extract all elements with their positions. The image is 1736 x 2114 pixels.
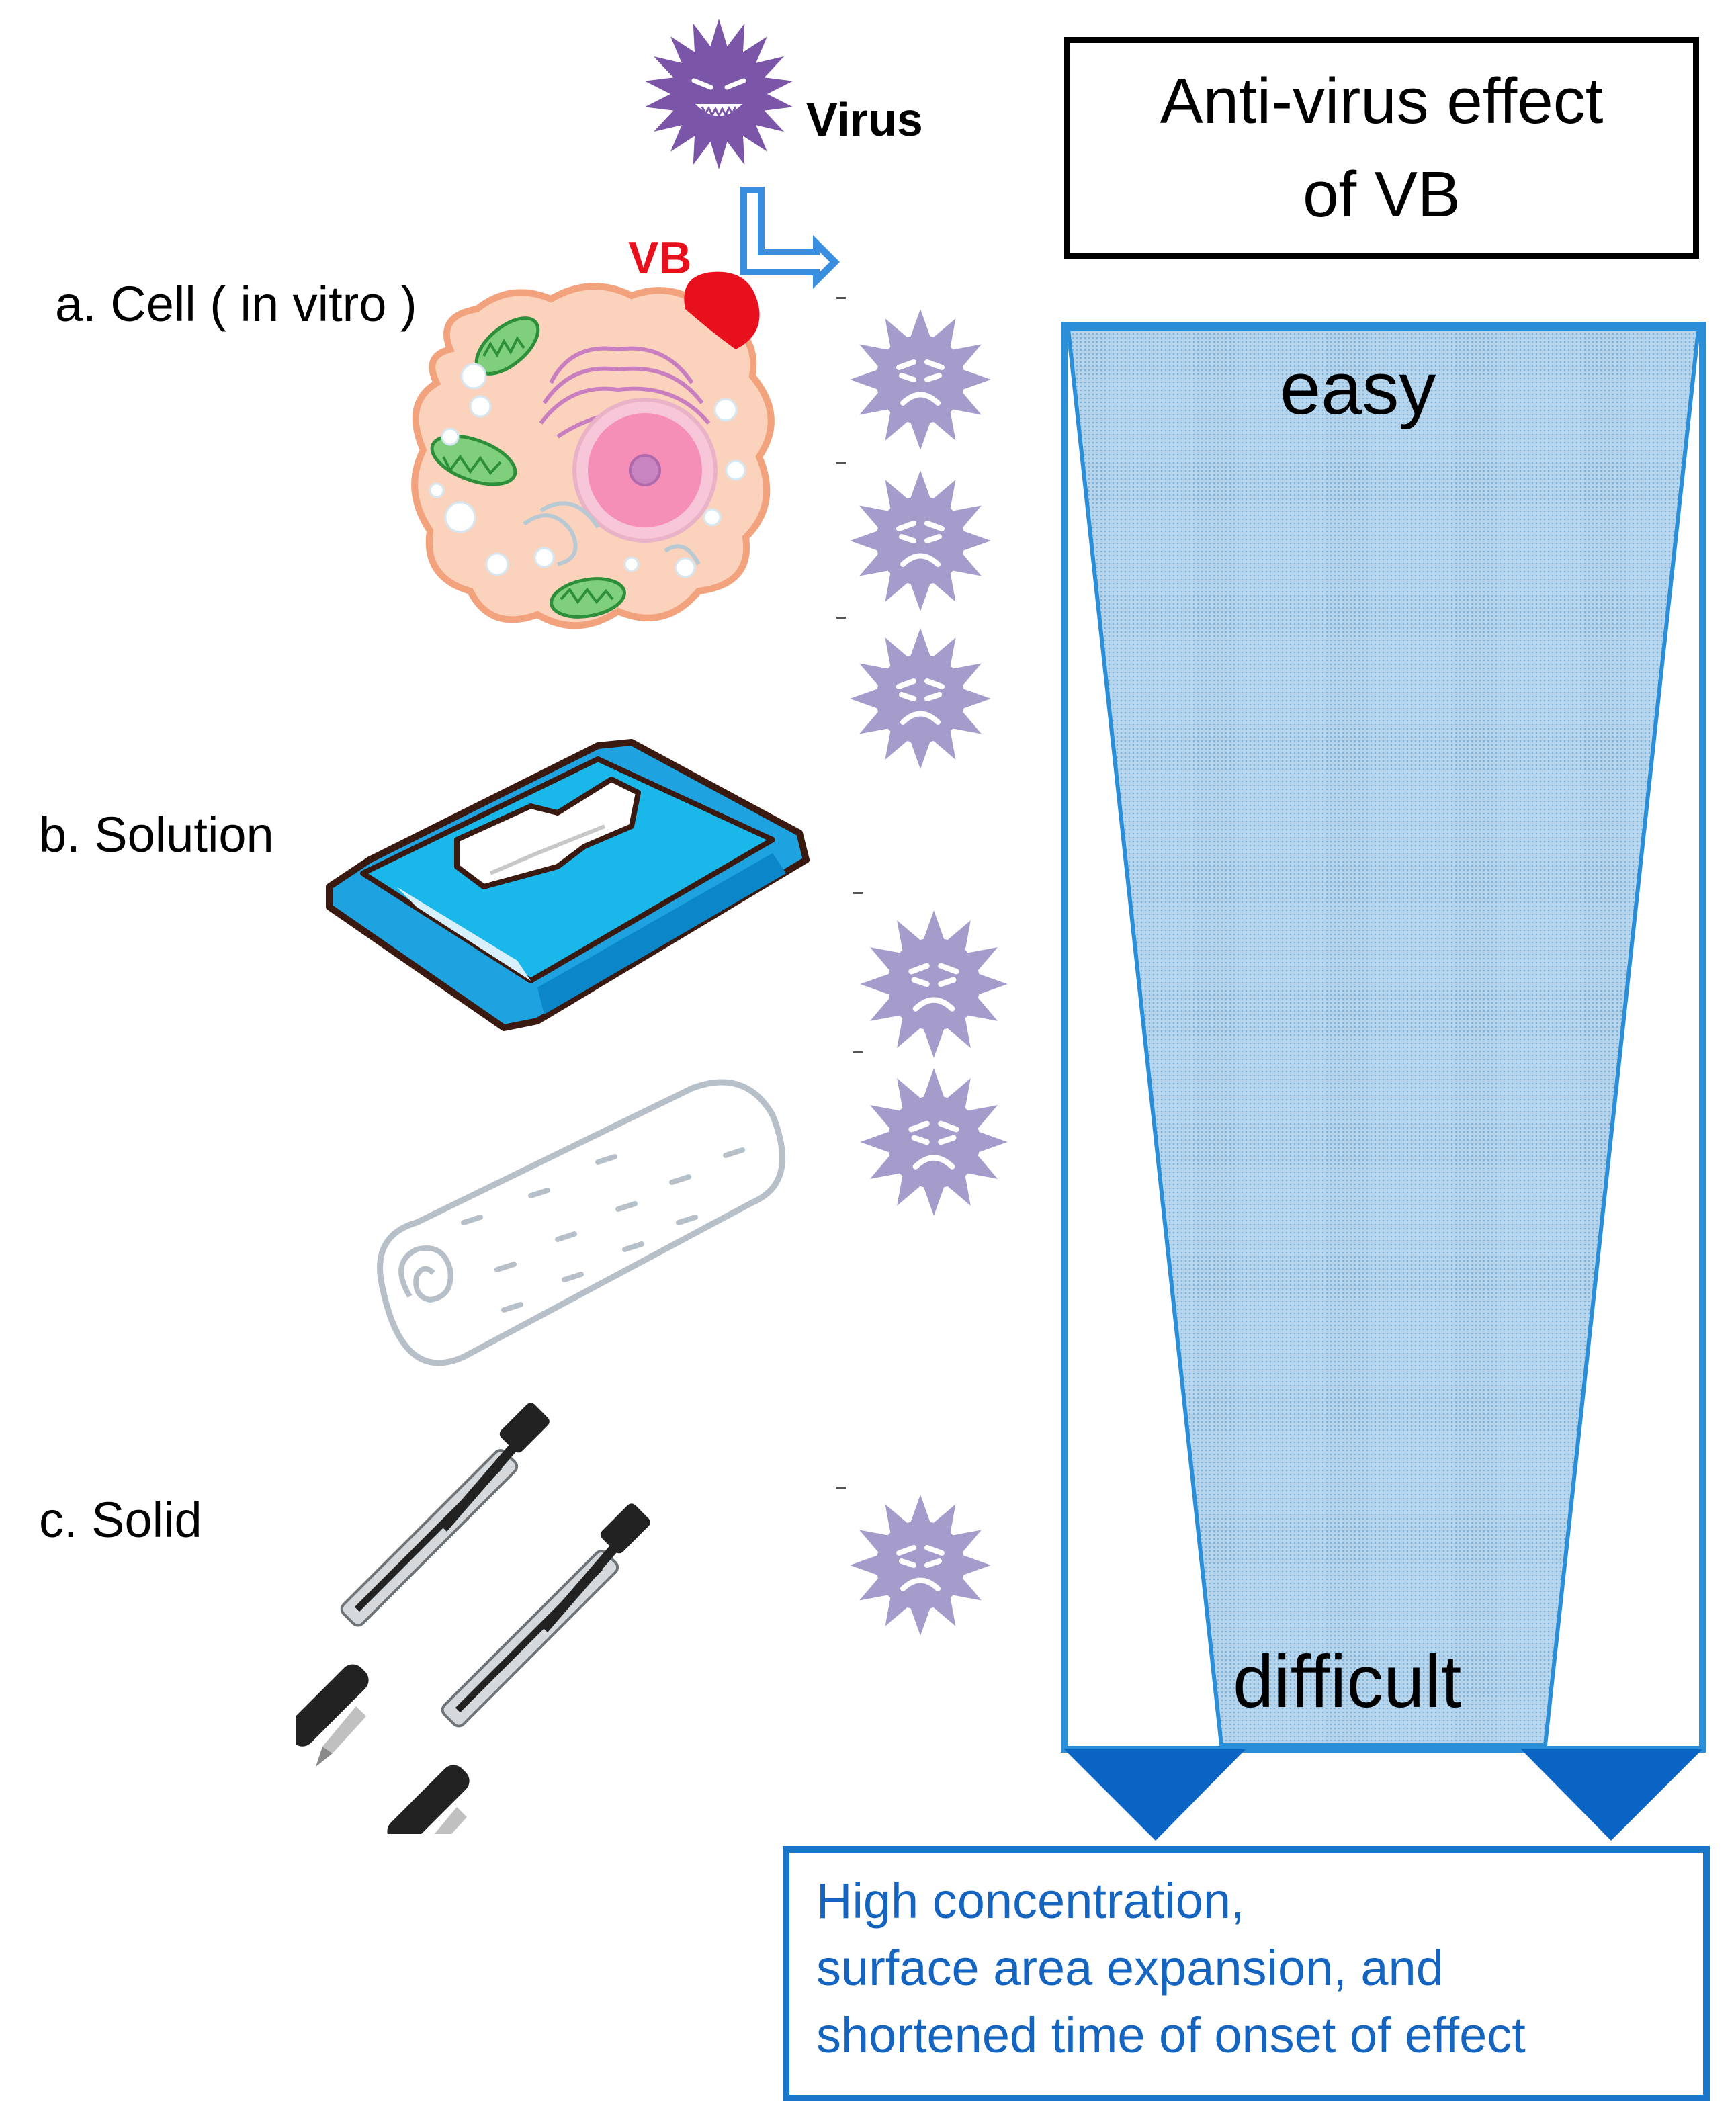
virus-icon	[644, 19, 793, 169]
note-line-3: shortened time of onset of effect	[816, 2007, 1526, 2063]
solution-label: b. Solution	[39, 807, 274, 863]
tick-mark	[836, 1487, 846, 1489]
note-line-1: High concentration,	[816, 1873, 1245, 1929]
sad-virus-icon	[850, 470, 991, 611]
title: Anti-virus effect of VB	[1070, 54, 1693, 241]
vb-label: VB	[628, 232, 692, 283]
difficult-label: difficult	[1233, 1640, 1462, 1723]
sad-virus-icon	[850, 628, 991, 769]
title-line-2: of VB	[1303, 159, 1461, 230]
note-box: High concentration, surface area expansi…	[783, 1846, 1710, 2101]
tick-mark	[836, 297, 846, 299]
sad-virus-icon	[850, 1495, 991, 1636]
towel-illustration	[377, 1079, 785, 1366]
virus-entry-arrow	[740, 187, 840, 289]
easy-label: easy	[1280, 347, 1436, 430]
pens-illustration	[296, 1403, 650, 1834]
title-line-1: Anti-virus effect	[1160, 64, 1604, 137]
cell-illustration	[411, 271, 775, 629]
solid-label: c. Solid	[39, 1492, 202, 1548]
title-box: Anti-virus effect of VB	[1064, 37, 1699, 259]
sad-virus-icon	[860, 910, 1008, 1058]
tick-mark	[836, 462, 846, 464]
wet-tissue-pack-illustration	[326, 739, 810, 1031]
effect-gradient-funnel	[1061, 322, 1706, 1841]
sad-virus-icon	[860, 1068, 1008, 1216]
virus-label: Virus	[806, 93, 923, 146]
cell-label: a. Cell ( in vitro )	[55, 276, 417, 332]
tick-mark	[836, 617, 846, 619]
tick-mark	[853, 892, 863, 894]
tick-mark	[853, 1051, 863, 1053]
sad-virus-icon	[850, 309, 991, 450]
note-line-2: surface area expansion, and	[816, 1940, 1444, 1996]
